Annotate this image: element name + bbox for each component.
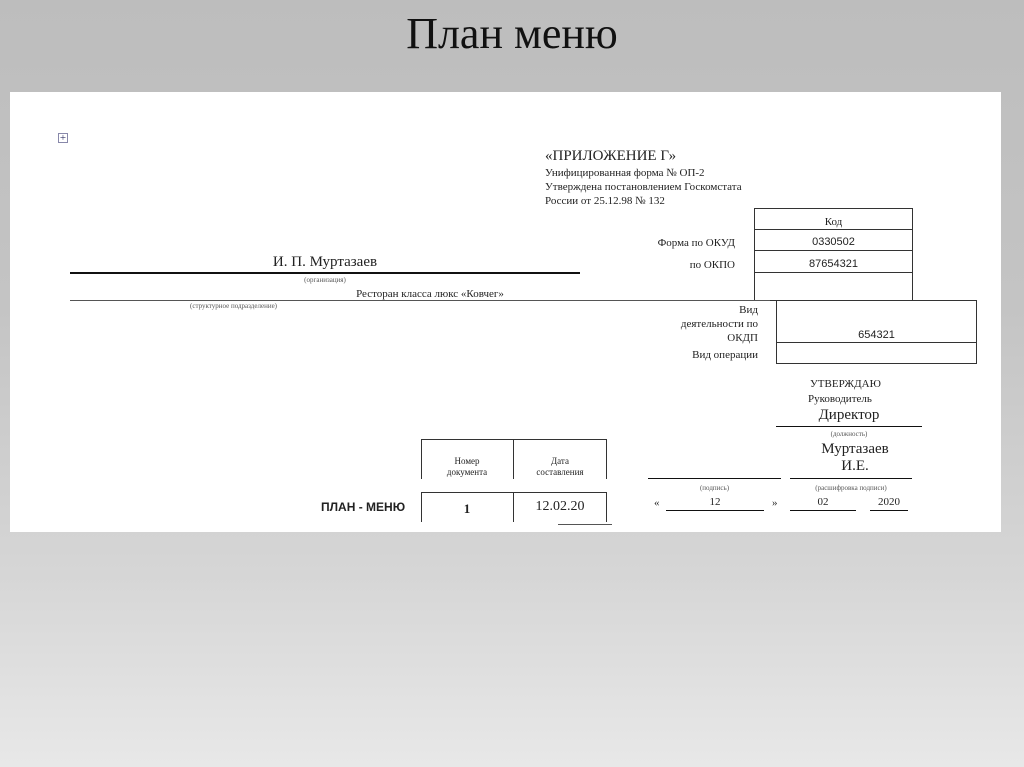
organization-name: И. П. Муртазаев [272, 254, 378, 270]
position-value: Директор [818, 407, 880, 423]
approve-label: УТВЕРЖДАЮ [810, 378, 881, 390]
okud-value: 0330502 [812, 236, 855, 248]
doc-header-table [421, 439, 607, 479]
slide-title: План меню [406, 9, 618, 58]
okdp-table [776, 300, 977, 364]
head-label: Руководитель [808, 393, 872, 405]
approval-day: 12 [709, 496, 721, 508]
okdp-value: 654321 [858, 329, 895, 341]
subdivision-name: Ресторан класса люкс «Ковчег» [356, 288, 504, 300]
move-icon[interactable]: + [58, 132, 68, 144]
quote-open: « [654, 497, 660, 509]
form-line: Унифицированная форма № ОП-2 [545, 167, 705, 179]
quote-close: » [772, 497, 778, 509]
okdp-label: деятельности по [680, 318, 758, 330]
subdivision-caption: (структурное подразделение) [190, 302, 278, 310]
form-line: России от 25.12.98 № 132 [545, 195, 665, 207]
signature-name: И.Е. [841, 458, 869, 474]
organization-caption: (организация) [304, 276, 346, 284]
okpo-label: по ОКПО [689, 259, 735, 271]
okdp-label: ОКДП [727, 332, 758, 344]
document-page: + «ПРИЛОЖЕНИЕ Г» Унифицированная форма №… [10, 92, 1001, 532]
approval-month: 02 [817, 496, 829, 508]
signature-name: Муртазаев [821, 441, 889, 457]
okpo-value: 87654321 [809, 258, 858, 270]
position-caption: (должность) [830, 430, 868, 438]
decode-caption: (расшифровка подписи) [815, 484, 887, 492]
document-title: ПЛАН - МЕНЮ [321, 500, 406, 514]
doc-date: 12.02.20 [535, 499, 585, 514]
doc-values-table [421, 492, 607, 522]
operation-label: Вид операции [692, 349, 758, 361]
signature-caption: (подпись) [699, 484, 730, 492]
okud-label: Форма по ОКУД [657, 237, 735, 249]
appendix-title: «ПРИЛОЖЕНИЕ Г» [545, 148, 677, 164]
okdp-label: Вид [739, 304, 758, 316]
approval-year: 2020 [878, 496, 900, 508]
code-header: Код [824, 216, 843, 228]
doc-number: 1 [463, 501, 471, 516]
form-line: Утверждена постановлением Госкомстата [545, 181, 742, 193]
